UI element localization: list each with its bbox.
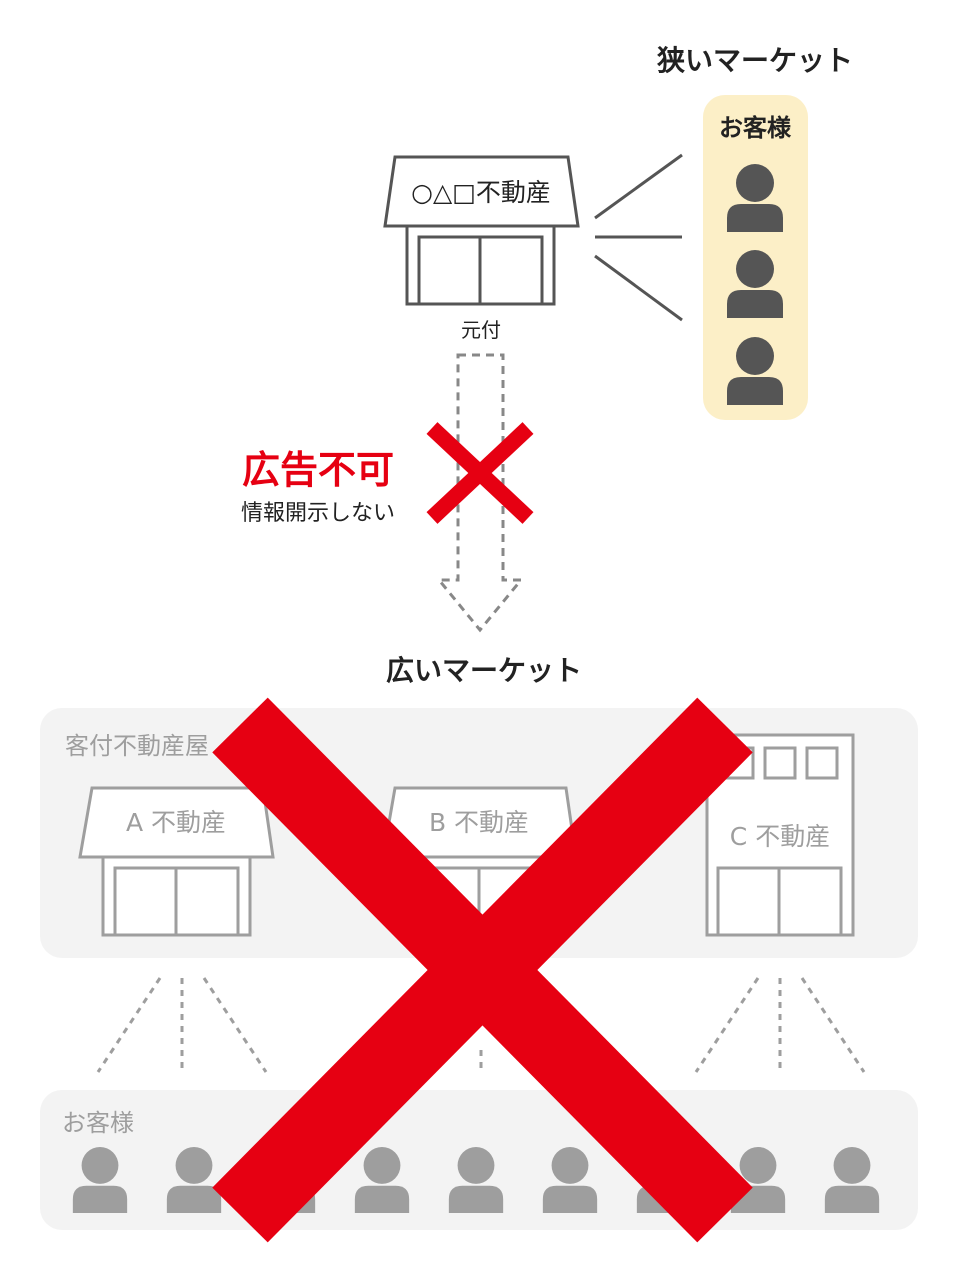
agency-a-label: A 不動産 xyxy=(126,808,226,837)
person-icon xyxy=(72,1147,128,1213)
wide-customers-label: お客様 xyxy=(62,1109,134,1137)
person-icon xyxy=(166,1147,222,1213)
narrow-customer-icons xyxy=(727,164,783,405)
wide-market-title: 広いマーケット xyxy=(386,654,582,687)
narrow-market-title: 狭いマーケット xyxy=(656,44,853,77)
person-icon xyxy=(727,337,783,405)
person-icon xyxy=(824,1147,880,1213)
origin-agency-store-icon xyxy=(383,155,580,306)
ad-prohibited-label: 広告不可 xyxy=(242,448,394,492)
person-icon xyxy=(542,1147,598,1213)
agencies-group-label: 客付不動産屋 xyxy=(65,732,209,760)
person-icon xyxy=(354,1147,410,1213)
person-icon xyxy=(727,250,783,318)
agency-c-label: C 不動産 xyxy=(730,822,830,851)
agency-b-label: B 不動産 xyxy=(429,808,529,837)
narrow-customers-label: お客様 xyxy=(719,114,792,142)
narrow-connection-lines xyxy=(594,153,683,322)
ad-prohibited-note: 情報開示しない xyxy=(241,501,395,526)
origin-agency-role: 元付 xyxy=(461,318,501,342)
wide-connection-lines xyxy=(96,977,866,1073)
large-cross-icon xyxy=(212,697,753,1243)
origin-agency-sign: ○△□不動産 xyxy=(411,178,551,207)
person-icon xyxy=(727,164,783,232)
agency-a-store-icon xyxy=(78,786,275,937)
wide-customer-icons xyxy=(72,1147,880,1213)
person-icon xyxy=(448,1147,504,1213)
small-cross-icon xyxy=(426,422,534,524)
